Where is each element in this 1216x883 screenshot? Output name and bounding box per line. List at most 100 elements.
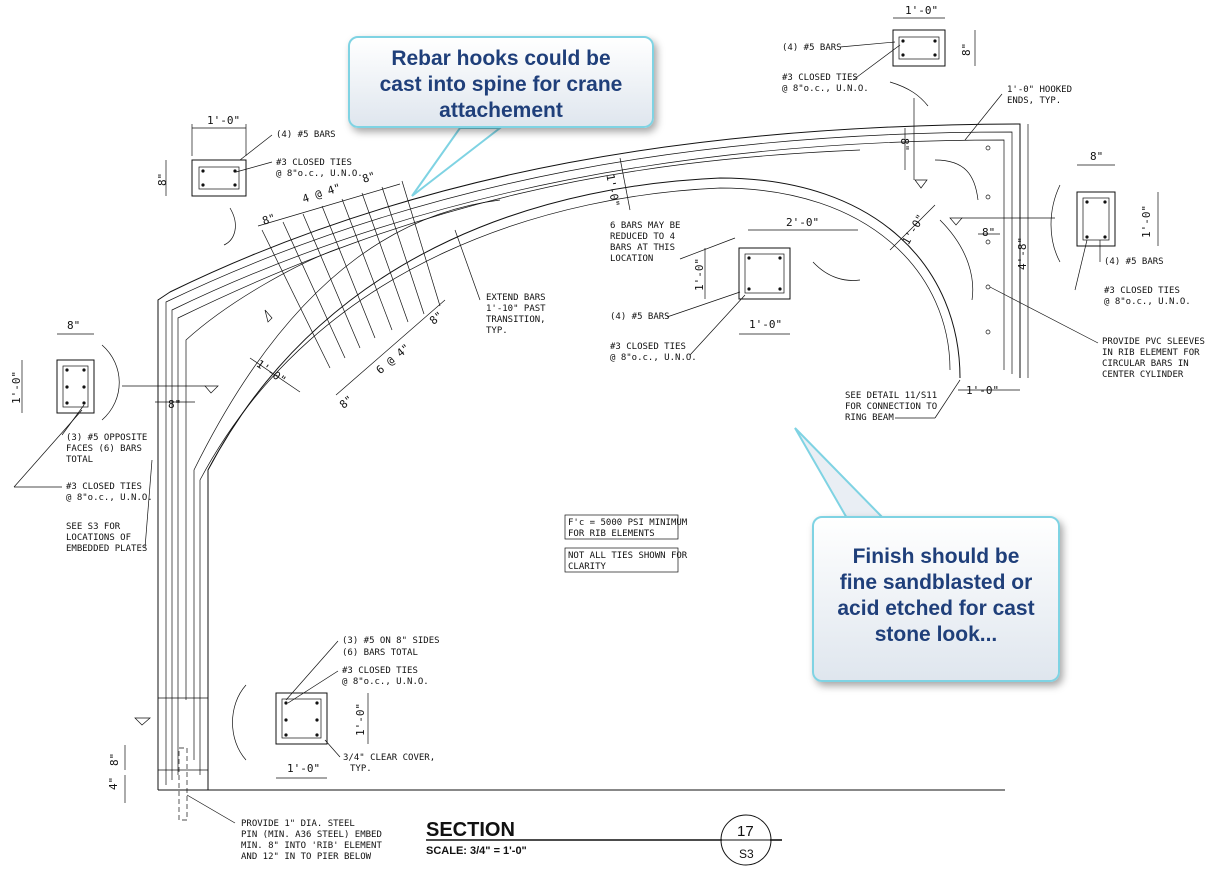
svg-text:(4) #5 BARS: (4) #5 BARS: [610, 312, 670, 322]
ties-spacing: @ 8"o.c., U.N.O.: [276, 169, 363, 179]
svg-text:6 BARS MAY BE: 6 BARS MAY BE: [610, 221, 680, 231]
svg-text:SEE S3 FOR: SEE S3 FOR: [66, 522, 121, 532]
svg-text:3/4" CLEAR COVER,: 3/4" CLEAR COVER,: [343, 753, 435, 763]
svg-text:(6) BARS TOTAL: (6) BARS TOTAL: [342, 648, 418, 658]
dim-width: 8": [67, 319, 80, 332]
pin-note: PROVIDE 1" DIA. STEEL PIN (MIN. A36 STEE…: [186, 794, 382, 862]
section-detail-left: 8" 1'-0" (3) #5 OPPOSITE FACES (6) BARS …: [10, 319, 153, 503]
section-scale: SCALE: 3/4" = 1'-0": [426, 845, 527, 857]
svg-text:MIN. 8" INTO 'RIB' ELEMENT: MIN. 8" INTO 'RIB' ELEMENT: [241, 841, 382, 851]
svg-text:1'-0": 1'-0": [966, 384, 999, 397]
svg-text:8": 8": [982, 226, 995, 239]
svg-text:@ 8"o.c., U.N.O.: @ 8"o.c., U.N.O.: [610, 353, 697, 363]
svg-text:8": 8": [898, 138, 911, 151]
dim-height: 8": [156, 173, 169, 186]
callout-line: fine sandblasted or: [839, 571, 1033, 594]
svg-text:FOR RIB ELEMENTS: FOR RIB ELEMENTS: [568, 529, 655, 539]
spine-dimensions: 4 @ 4" 8" 8" 6 @ 4" 8" 8" 1'-0" 8" 1'-0"…: [107, 124, 1029, 803]
dim-width: 1'-0": [749, 318, 782, 331]
svg-text:1'-0": 1'-0": [900, 212, 928, 247]
dim-height: 1'-0": [354, 703, 367, 736]
hooked-ends-note: 1'-0" HOOKED ENDS, TYP.: [964, 85, 1072, 141]
dim-width: 1'-0": [905, 4, 938, 17]
section-title: SECTION: [426, 819, 515, 841]
svg-text:PIN (MIN. A36 STEEL) EMBED: PIN (MIN. A36 STEEL) EMBED: [241, 830, 382, 840]
callout-line: Finish should be: [852, 545, 1020, 568]
callout-line: stone look...: [874, 623, 998, 646]
svg-text:#3 CLOSED TIES: #3 CLOSED TIES: [66, 482, 142, 492]
svg-text:EMBEDDED PLATES: EMBEDDED PLATES: [66, 544, 147, 554]
svg-text:IN RIB ELEMENT FOR: IN RIB ELEMENT FOR: [1102, 348, 1200, 358]
svg-text:CIRCULAR BARS IN: CIRCULAR BARS IN: [1102, 359, 1189, 369]
svg-text:@ 8"o.c., U.N.O.: @ 8"o.c., U.N.O.: [66, 493, 153, 503]
svg-text:4": 4": [107, 777, 120, 790]
svg-text:ENDS, TYP.: ENDS, TYP.: [1007, 96, 1061, 106]
svg-text:REDUCED TO 4: REDUCED TO 4: [610, 232, 675, 242]
svg-text:8": 8": [427, 309, 446, 327]
section-detail-top-right: 1'-0" 8" (4) #5 BARS #3 CLOSED TIES @ 8"…: [782, 4, 976, 94]
svg-text:BARS AT THIS: BARS AT THIS: [610, 243, 675, 253]
svg-text:CLARITY: CLARITY: [568, 562, 607, 572]
section-detail-bottom: 1'-0" 1'-0" (3) #5 ON 8" SIDES (6) BARS …: [275, 636, 440, 779]
svg-text:LOCATION: LOCATION: [610, 254, 653, 264]
svg-text:1'-0" HOOKED: 1'-0" HOOKED: [1007, 85, 1072, 95]
ties-label: #3 CLOSED TIES: [276, 158, 352, 168]
svg-text:2'-0": 2'-0": [786, 216, 819, 229]
svg-text:EXTEND BARS: EXTEND BARS: [486, 293, 546, 303]
callout-line: attachement: [439, 99, 563, 122]
svg-text:1'-0": 1'-0": [603, 173, 622, 208]
svg-text:PROVIDE 1" DIA. STEEL: PROVIDE 1" DIA. STEEL: [241, 819, 355, 829]
section-detail-mid: 1'-0" 1'-0" (4) #5 BARS #3 CLOSED TIES @…: [610, 247, 791, 363]
svg-text:(3) #5 OPPOSITE: (3) #5 OPPOSITE: [66, 433, 147, 443]
svg-text:TYP.: TYP.: [350, 764, 372, 774]
svg-text:8": 8": [261, 211, 278, 227]
svg-text:FACES (6) BARS: FACES (6) BARS: [66, 444, 142, 454]
detail-number: 17: [737, 823, 754, 840]
svg-text:1'-10" PAST: 1'-10" PAST: [486, 304, 546, 314]
svg-text:SEE DETAIL 11/S11: SEE DETAIL 11/S11: [845, 391, 937, 401]
sheet-number: S3: [739, 847, 754, 861]
bars-label: (4) #5 BARS: [1104, 257, 1164, 267]
svg-text:F'c = 5000 PSI MINIMUM: F'c = 5000 PSI MINIMUM: [568, 518, 688, 528]
svg-text:(3) #5 ON 8" SIDES: (3) #5 ON 8" SIDES: [342, 636, 440, 646]
svg-text:8": 8": [168, 398, 181, 411]
svg-text:RING BEAM: RING BEAM: [845, 413, 894, 423]
embedded-plates-note: SEE S3 FOR LOCATIONS OF EMBEDDED PLATES: [66, 459, 153, 554]
ties-label: #3 CLOSED TIES: [1104, 286, 1180, 296]
svg-text:8": 8": [108, 753, 121, 766]
ties-label: #3 CLOSED TIES: [782, 73, 858, 83]
svg-text:6 @ 4": 6 @ 4": [374, 341, 413, 377]
spec-notes: F'c = 5000 PSI MINIMUM FOR RIB ELEMENTS …: [564, 514, 688, 573]
dim-height: 8": [960, 43, 973, 56]
svg-text:8": 8": [337, 393, 356, 411]
callout-rebar-hooks: Rebar hooks could be cast into spine for…: [348, 36, 654, 128]
callout-pointers: [411, 127, 888, 521]
callout-line: Rebar hooks could be: [391, 47, 611, 70]
svg-text:NOT ALL TIES SHOWN FOR: NOT ALL TIES SHOWN FOR: [568, 551, 688, 561]
section-detail-top-left: 1'-0" 8" (4) #5 BARS #3 CLOSED TIES @ 8"…: [156, 114, 363, 197]
ring-beam-note: SEE DETAIL 11/S11 FOR CONNECTION TO RING…: [845, 379, 961, 423]
callout-finish: Finish should be fine sandblasted or aci…: [812, 516, 1060, 682]
svg-text:AND 12" IN TO PIER BELOW: AND 12" IN TO PIER BELOW: [241, 852, 372, 862]
ties-spacing: @ 8"o.c., U.N.O.: [782, 84, 869, 94]
svg-text:LOCATIONS OF: LOCATIONS OF: [66, 533, 131, 543]
svg-text:TRANSITION,: TRANSITION,: [486, 315, 546, 325]
dim-width: 8": [1090, 150, 1103, 163]
dim-height: 1'-0": [693, 258, 706, 291]
svg-text:TOTAL: TOTAL: [66, 455, 93, 465]
dim-height: 1'-0": [10, 371, 23, 404]
svg-text:#3 CLOSED TIES: #3 CLOSED TIES: [342, 666, 418, 676]
pvc-sleeves-note: PROVIDE PVC SLEEVES IN RIB ELEMENT FOR C…: [989, 286, 1205, 380]
pvc-sleeves: [985, 145, 991, 335]
callout-line: cast into spine for crane: [379, 73, 623, 96]
ties-spacing: @ 8"o.c., U.N.O.: [1104, 297, 1191, 307]
extend-bars-note: EXTEND BARS 1'-10" PAST TRANSITION, TYP.: [454, 229, 546, 336]
bars-label: (4) #5 BARS: [276, 130, 336, 140]
svg-text:4 @ 4": 4 @ 4": [301, 181, 343, 206]
callout-line: acid etched for cast: [837, 597, 1035, 620]
dim-width: 1'-0": [207, 114, 240, 127]
rib-element: [101, 81, 1061, 821]
bars-label: (4) #5 BARS: [782, 43, 842, 53]
title-block: SECTION SCALE: 3/4" = 1'-0" 17 S3: [426, 814, 782, 866]
